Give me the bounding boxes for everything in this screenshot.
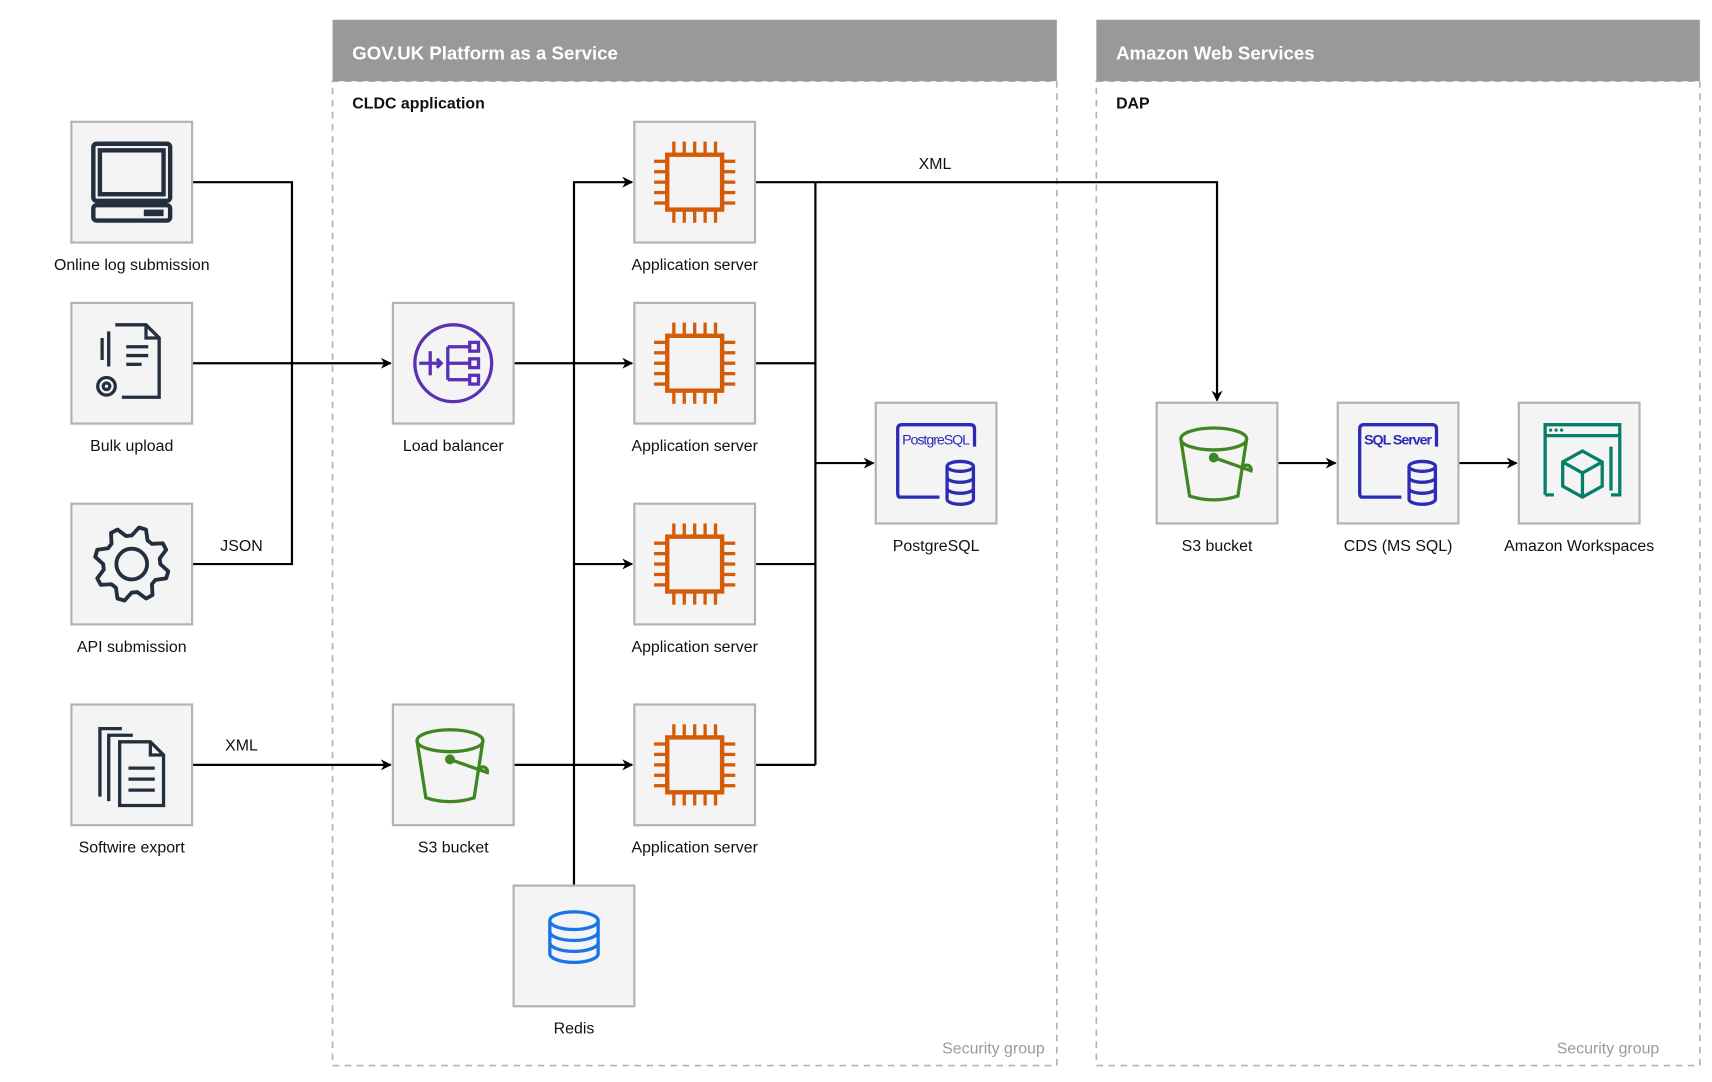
paas-header <box>332 19 1057 82</box>
edge-label-xml-dap: XML <box>919 156 952 173</box>
chip-icon <box>654 141 736 223</box>
aws-header <box>1096 19 1700 82</box>
node-label: API submission <box>77 639 187 656</box>
node-box[interactable] <box>633 301 757 425</box>
database-icon <box>548 910 600 965</box>
node-box[interactable] <box>633 703 757 827</box>
node-box[interactable] <box>874 401 998 525</box>
node-box[interactable] <box>633 120 757 244</box>
edge-redis-trunk <box>572 176 634 886</box>
load-balancer-icon <box>413 323 494 404</box>
node-s3paas[interactable]: S3 bucket <box>391 703 515 857</box>
node-online[interactable]: Online log submission <box>54 120 210 274</box>
node-api[interactable]: API submission <box>70 502 194 656</box>
paas-title: GOV.UK Platform as a Service <box>352 42 618 63</box>
chip-icon <box>654 724 736 806</box>
documents-icon <box>98 727 166 808</box>
node-label: Application server <box>631 257 758 274</box>
node-app-3[interactable]: Application server <box>631 502 759 656</box>
node-softwire[interactable]: Softwire export <box>70 703 194 857</box>
node-app-4[interactable]: Application server <box>631 703 759 857</box>
aws-subtitle: DAP <box>1116 96 1150 113</box>
desktop-computer-icon <box>91 141 173 223</box>
node-workspaces[interactable]: Amazon Workspaces <box>1504 401 1654 555</box>
node-box[interactable] <box>1336 401 1460 525</box>
edge-apps-bus <box>755 181 817 766</box>
node-postgres[interactable]: PostgreSQL PostgreSQL <box>874 401 998 555</box>
sql-server-icon: SQL Server <box>1358 423 1439 506</box>
aws-security-group-label: Security group <box>1557 1040 1660 1057</box>
node-redis[interactable]: Redis <box>512 884 636 1038</box>
node-lb[interactable]: Load balancer <box>391 301 515 455</box>
paas-group: GOV.UK Platform as a Service CLDC applic… <box>331 19 1058 1067</box>
edge-app-to-dap-s3 <box>815 181 1223 402</box>
node-bulk[interactable]: Bulk upload <box>70 301 194 455</box>
node-cds[interactable]: SQL Server CDS (MS SQL) <box>1336 401 1460 555</box>
node-app-2[interactable]: Application server <box>631 301 759 455</box>
node-box[interactable] <box>633 502 757 626</box>
node-label: Application server <box>631 639 758 656</box>
node-box[interactable] <box>70 120 194 244</box>
node-box[interactable] <box>512 884 636 1008</box>
edge-label-json: JSON <box>220 538 262 555</box>
aws-group: Amazon Web Services DAP Security group <box>1095 19 1701 1067</box>
node-app-1[interactable]: Application server <box>631 120 759 274</box>
node-label: Bulk upload <box>90 438 173 455</box>
node-label: Online log submission <box>54 257 210 274</box>
s3-bucket-icon <box>1179 426 1253 502</box>
edge-online-to-lb <box>192 181 294 566</box>
node-label: CDS (MS SQL) <box>1344 538 1453 555</box>
node-box[interactable] <box>70 502 194 626</box>
aws-title: Amazon Web Services <box>1116 42 1315 63</box>
chip-icon <box>654 322 736 404</box>
postgresql-icon: PostgreSQL <box>896 423 977 506</box>
workspaces-icon <box>1543 423 1622 499</box>
node-label: Amazon Workspaces <box>1504 538 1654 555</box>
node-label: Application server <box>631 438 758 455</box>
node-box[interactable] <box>1155 401 1279 525</box>
edge-label-xml-softwire: XML <box>225 738 258 755</box>
paas-security-group-label: Security group <box>942 1040 1045 1057</box>
svg-text:SQL Server: SQL Server <box>1364 432 1432 448</box>
svg-text:PostgreSQL: PostgreSQL <box>902 432 970 448</box>
node-label: Application server <box>631 840 758 857</box>
node-label: S3 bucket <box>418 840 489 857</box>
node-label: Load balancer <box>403 438 505 455</box>
gear-icon <box>93 525 171 603</box>
chip-icon <box>654 523 736 605</box>
node-s3aws[interactable]: S3 bucket <box>1155 401 1279 555</box>
s3-bucket-icon <box>415 728 490 804</box>
document-settings-icon <box>96 323 161 399</box>
node-label: PostgreSQL <box>893 538 980 555</box>
node-box[interactable] <box>391 703 515 827</box>
node-box[interactable] <box>70 301 194 425</box>
edges: JSON XML XML <box>192 156 1518 886</box>
paas-subtitle: CLDC application <box>352 96 485 113</box>
node-label: Softwire export <box>79 840 186 857</box>
node-label: S3 bucket <box>1182 538 1253 555</box>
node-label: Redis <box>554 1021 595 1038</box>
